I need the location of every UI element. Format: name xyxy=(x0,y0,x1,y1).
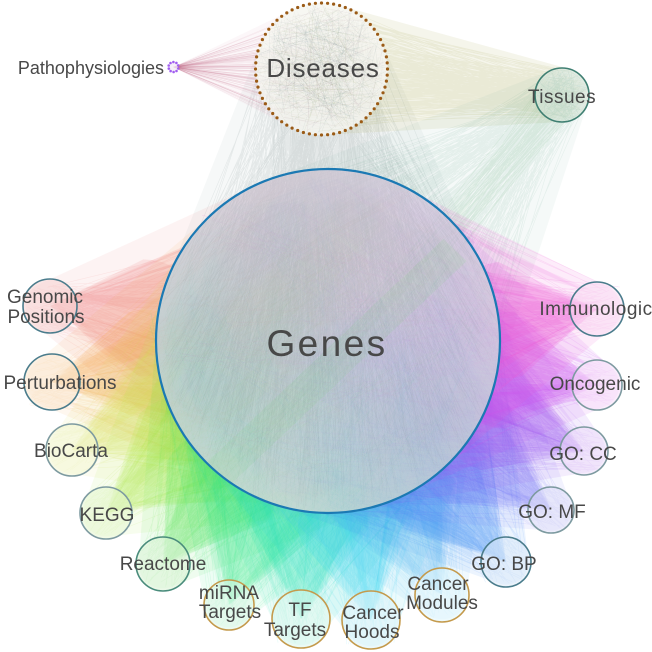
svg-text:Tissues: Tissues xyxy=(528,87,596,108)
svg-text:Positions: Positions xyxy=(7,307,84,328)
svg-text:Immunologic: Immunologic xyxy=(539,299,652,320)
svg-text:BioCarta: BioCarta xyxy=(34,441,108,462)
svg-text:Targets: Targets xyxy=(264,620,326,641)
svg-text:Pathophysiologies: Pathophysiologies xyxy=(18,58,164,78)
svg-text:Perturbations: Perturbations xyxy=(3,373,116,394)
svg-text:Diseases: Diseases xyxy=(266,53,379,83)
svg-text:KEGG: KEGG xyxy=(80,505,135,526)
svg-text:GO: BP: GO: BP xyxy=(471,554,536,575)
svg-text:GO: MF: GO: MF xyxy=(518,502,586,523)
svg-text:Genes: Genes xyxy=(266,323,387,364)
svg-text:Targets: Targets xyxy=(199,602,261,623)
svg-text:GO: CC: GO: CC xyxy=(549,444,617,465)
svg-text:Cancer: Cancer xyxy=(342,603,404,624)
svg-text:Oncogenic: Oncogenic xyxy=(550,374,641,395)
svg-text:miRNA: miRNA xyxy=(199,583,259,604)
svg-text:Reactome: Reactome xyxy=(120,554,207,575)
svg-text:Modules: Modules xyxy=(406,593,478,614)
svg-text:Hoods: Hoods xyxy=(345,622,400,643)
svg-text:Cancer: Cancer xyxy=(407,574,469,595)
svg-text:Genomic: Genomic xyxy=(7,287,83,308)
svg-text:TF: TF xyxy=(288,600,311,621)
